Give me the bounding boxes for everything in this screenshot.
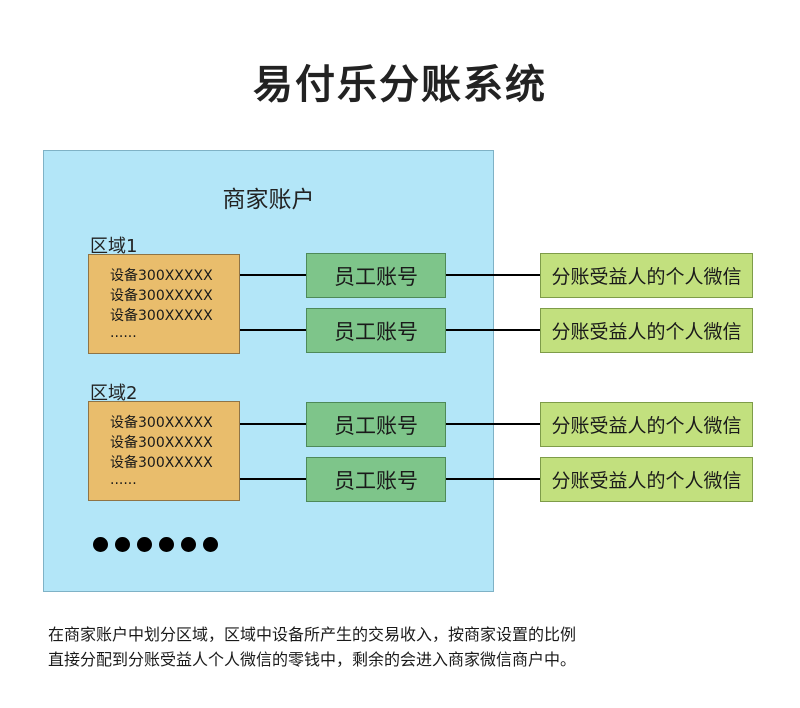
staff-account-box: 员工账号 [306, 457, 446, 502]
region-2-device-box: 设备300XXXXX 设备300XXXXX 设备300XXXXX ...... [88, 401, 240, 501]
ellipsis-dot [137, 537, 152, 552]
device-more-ellipsis: ...... [110, 472, 137, 488]
staff-account-box: 员工账号 [306, 402, 446, 447]
device-item: 设备300XXXXX [110, 308, 213, 324]
beneficiary-wechat-box: 分账受益人的个人微信 [540, 308, 753, 353]
device-item: 设备300XXXXX [110, 455, 213, 471]
connector-device-staff [240, 478, 306, 480]
ellipsis-dot [93, 537, 108, 552]
device-item: 设备300XXXXX [110, 415, 213, 431]
ellipsis-dot [181, 537, 196, 552]
beneficiary-wechat-box: 分账受益人的个人微信 [540, 402, 753, 447]
merchant-account-box [43, 150, 494, 592]
connector-device-staff [240, 423, 306, 425]
connector-staff-wechat [446, 329, 540, 331]
device-more-ellipsis: ...... [110, 325, 137, 341]
caption-line-2: 直接分配到分账受益人个人微信的零钱中，剩余的会进入商家微信商户中。 [48, 650, 577, 669]
ellipsis-dot [115, 537, 130, 552]
connector-staff-wechat [446, 478, 540, 480]
device-item: 设备300XXXXX [110, 288, 213, 304]
connector-staff-wechat [446, 274, 540, 276]
beneficiary-wechat-box: 分账受益人的个人微信 [540, 253, 753, 298]
device-item: 设备300XXXXX [110, 435, 213, 451]
beneficiary-wechat-box: 分账受益人的个人微信 [540, 457, 753, 502]
connector-staff-wechat [446, 423, 540, 425]
staff-account-box: 员工账号 [306, 253, 446, 298]
diagram-title: 易付乐分账系统 [253, 62, 547, 108]
merchant-account-label: 商家账户 [222, 187, 315, 213]
region-2-label: 区域2 [90, 383, 138, 404]
ellipsis-dot [159, 537, 174, 552]
device-item: 设备300XXXXX [110, 268, 213, 284]
diagram-caption: 在商家账户中划分区域，区域中设备所产生的交易收入，按商家设置的比例 直接分配到分… [48, 622, 768, 672]
connector-device-staff [240, 274, 306, 276]
staff-account-box: 员工账号 [306, 308, 446, 353]
more-regions-dots [93, 537, 218, 552]
ellipsis-dot [203, 537, 218, 552]
caption-line-1: 在商家账户中划分区域，区域中设备所产生的交易收入，按商家设置的比例 [48, 625, 577, 644]
connector-device-staff [240, 329, 306, 331]
region-1-label: 区域1 [90, 236, 138, 257]
region-1-device-box: 设备300XXXXX 设备300XXXXX 设备300XXXXX ...... [88, 254, 240, 354]
